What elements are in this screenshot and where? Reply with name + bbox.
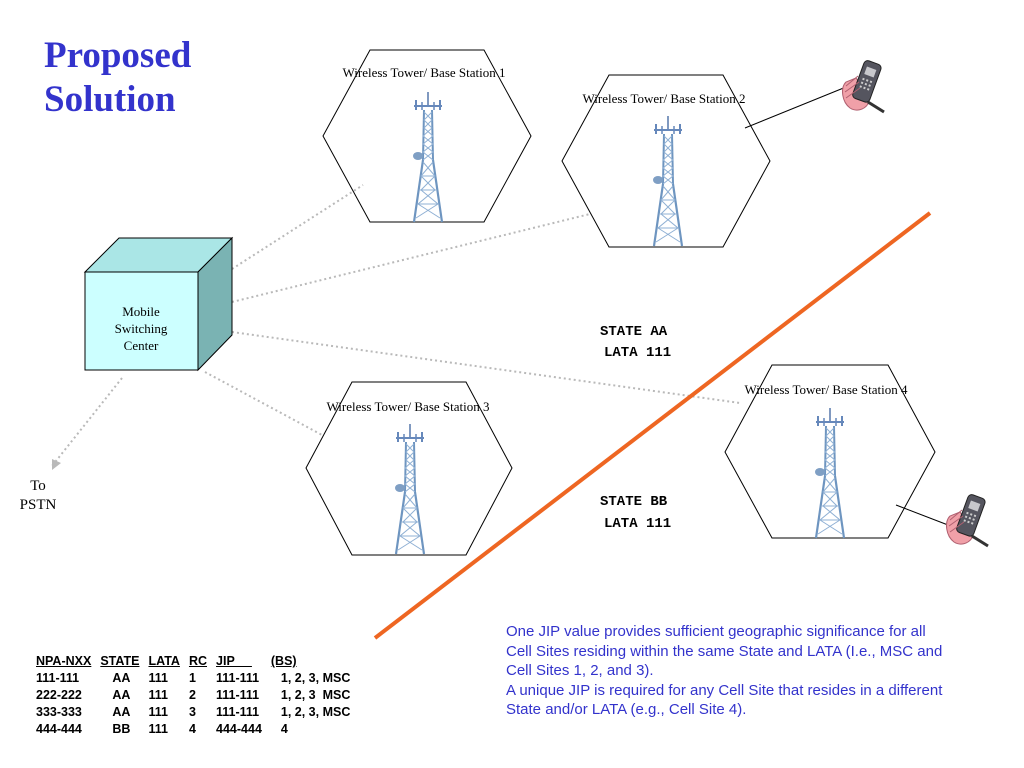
cell-jip: 111-111 [216, 688, 260, 702]
cell-npa-nxx: 111-111 [36, 671, 80, 685]
pstn-arrowhead [52, 459, 61, 470]
link-bs1 [231, 184, 364, 270]
note-paragraph-2: A unique JIP is required for any Cell Si… [506, 681, 943, 719]
hex-bs4 [724, 364, 936, 539]
tower-label-bs1: Wireless Tower/ Base Station 1 [343, 65, 506, 80]
cell-lata: 111 [148, 688, 168, 702]
cell-bs: 4 [280, 722, 288, 736]
cell-state: AA [112, 688, 131, 702]
cell-tower-icon [651, 114, 684, 248]
pstn-label-line-2: PSTN [20, 497, 57, 513]
region-aa-lata: LATA 111 [604, 345, 671, 361]
table-row: 222-222 AA 111 2 111-111 1, 2, 3 MSC [36, 687, 359, 704]
phone-link-bs4 [895, 504, 949, 526]
msc-cube: Mobile Switching Center [83, 236, 234, 372]
col-header-npa-nxx: NPA-NXX [36, 654, 92, 668]
cell-lata: 111 [148, 705, 168, 719]
cell-state: AA [112, 671, 131, 685]
cell-lata: 111 [148, 671, 168, 685]
phone-link-bs2 [744, 86, 847, 129]
link-pstn [51, 377, 123, 467]
cell-rc: 2 [188, 688, 196, 702]
cell-bs: 1, 2, 3 MSC [280, 688, 351, 702]
link-bs3 [204, 371, 323, 436]
col-header-state: STATE [100, 654, 140, 668]
col-header-rc: RC [188, 654, 208, 668]
note-paragraph-1: One JIP value provides sufficient geogra… [506, 623, 943, 679]
col-header-bs: (BS) [270, 654, 297, 668]
cell-bs: 1, 2, 3, MSC [280, 671, 351, 685]
hex-bs3 [305, 381, 513, 556]
cell-tower-icon [813, 406, 846, 540]
table-header-row: NPA-NXX STATE LATA RC JIP (BS) [36, 653, 359, 670]
npa-nxx-table: NPA-NXX STATE LATA RC JIP (BS) 111-111 A… [36, 653, 359, 738]
msc-label-line-2: Switching [115, 321, 168, 336]
cell-rc: 4 [188, 722, 196, 736]
tower-label-bs4: Wireless Tower/ Base Station 4 [745, 382, 908, 397]
region-bb-state: STATE BB [600, 494, 668, 510]
link-bs4 [231, 331, 741, 404]
cell-bs: 1, 2, 3, MSC [280, 705, 351, 719]
mobile-phone-icon [841, 58, 886, 114]
hex-bs2 [561, 74, 771, 248]
tower-label-bs2: Wireless Tower/ Base Station 2 [583, 91, 746, 106]
cell-jip: 111-111 [216, 705, 260, 719]
title-line-1: Proposed [44, 35, 192, 76]
cell-state: BB [112, 722, 131, 736]
msc-front-face [84, 271, 199, 371]
mobile-phone-icon [945, 492, 990, 548]
cell-tower-icon [411, 90, 444, 224]
jip-explanation-note: One JIP value provides sufficient geogra… [506, 622, 946, 720]
msc-links [51, 184, 741, 467]
state-boundary-line [373, 211, 932, 640]
region-bb-lata: LATA 111 [604, 516, 671, 532]
msc-label-line-3: Center [124, 338, 159, 353]
cell-jip: 444-444 [216, 722, 262, 736]
table-row: 111-111 AA 111 1 111-111 1, 2, 3, MSC [36, 670, 359, 687]
table-row: 333-333 AA 111 3 111-111 1, 2, 3, MSC [36, 704, 359, 721]
cell-npa-nxx: 333-333 [36, 705, 82, 719]
region-aa-state: STATE AA [600, 324, 668, 340]
pstn-label-line-1: To [30, 478, 46, 494]
link-bs2 [231, 213, 591, 303]
page-title: Proposed Solution [44, 34, 191, 122]
cell-rc: 1 [188, 671, 196, 685]
hex-bs1 [322, 49, 532, 223]
col-header-lata: LATA [148, 654, 180, 668]
title-line-2: Solution [44, 79, 176, 120]
col-header-jip: JIP [216, 654, 252, 668]
cell-rc: 3 [188, 705, 196, 719]
cell-jip: 111-111 [216, 671, 260, 685]
cell-state: AA [112, 705, 131, 719]
cell-npa-nxx: 444-444 [36, 722, 82, 736]
cell-lata: 111 [148, 722, 168, 736]
msc-label-line-1: Mobile [122, 304, 160, 319]
tower-label-bs3: Wireless Tower/ Base Station 3 [327, 399, 490, 414]
cell-tower-icon [393, 422, 426, 556]
table-row: 444-444 BB 111 4 444-444 4 [36, 721, 359, 738]
cell-npa-nxx: 222-222 [36, 688, 82, 702]
